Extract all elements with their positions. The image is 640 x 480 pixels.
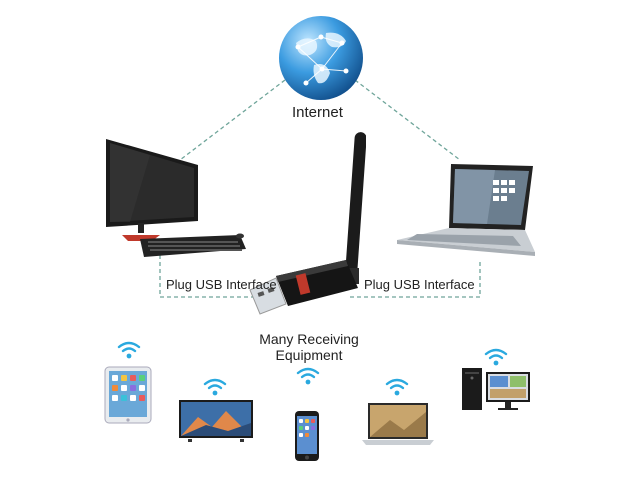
globe-icon	[279, 16, 363, 100]
wifi-icon	[296, 367, 320, 385]
wifi-icon	[484, 348, 508, 366]
wifi-icon	[203, 378, 227, 396]
tablet-icon	[104, 366, 152, 424]
desktop-pc-icon	[462, 368, 530, 410]
smartphone-icon	[295, 411, 319, 461]
laptop-icon	[397, 164, 535, 256]
dashed-line-internet-laptop	[354, 79, 461, 161]
dashed-line-desktop-adapter	[159, 255, 270, 298]
desktop-computer-icon	[106, 139, 246, 257]
dashed-line-internet-desktop	[179, 79, 286, 161]
wifi-icon	[117, 341, 141, 359]
tv-icon	[179, 400, 253, 442]
laptop-icon	[362, 403, 434, 445]
plug-usb-interface-right: Plug USB Interface	[364, 277, 475, 292]
receiving-equipment-line2: Equipment	[275, 347, 343, 363]
usb-wifi-adapter-icon	[249, 132, 366, 315]
internet-label: Internet	[292, 104, 343, 121]
plug-usb-interface-left: Plug USB Interface	[166, 277, 277, 292]
receiving-equipment-line1: Many Receiving	[259, 331, 359, 347]
wifi-icon	[385, 378, 409, 396]
dashed-line-laptop-adapter	[350, 262, 481, 298]
